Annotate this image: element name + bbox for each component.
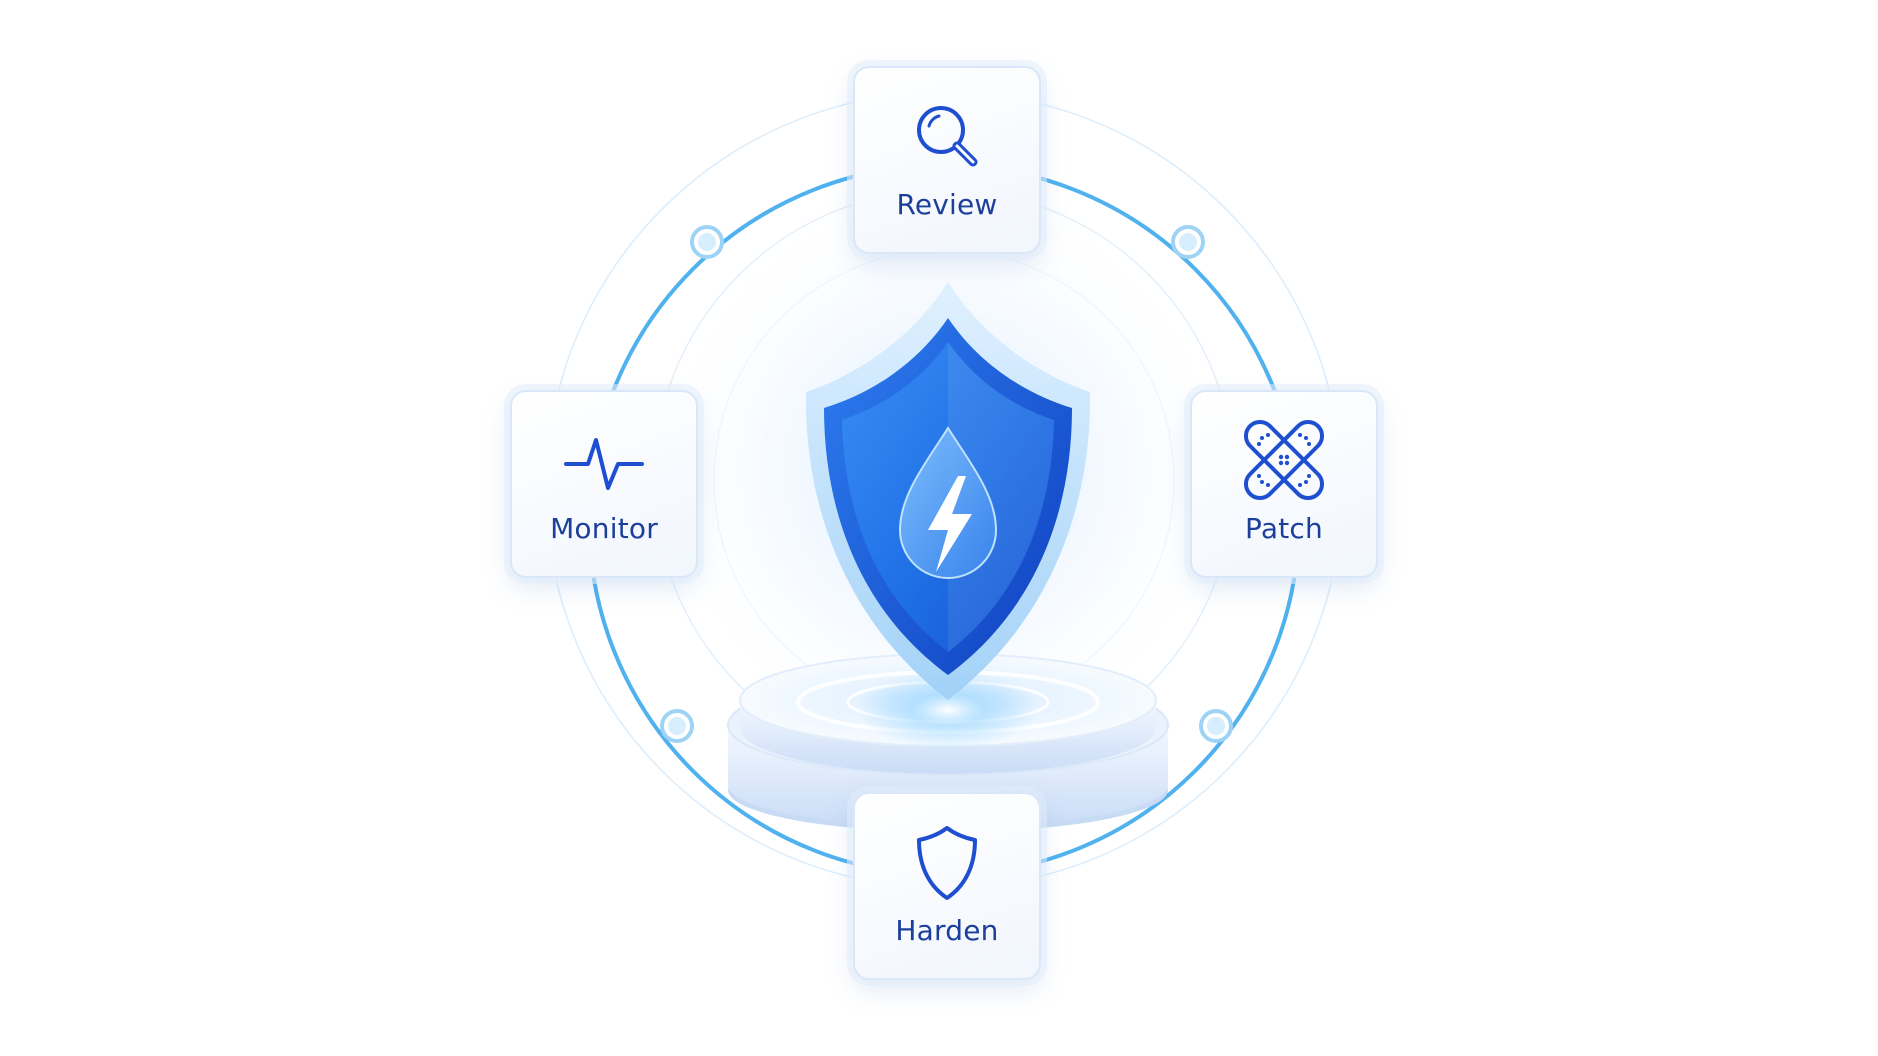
lightning-bolt	[928, 476, 972, 572]
node-label: Review	[896, 188, 998, 221]
ring-node-dots	[660, 225, 1233, 743]
magnifier-icon	[905, 94, 989, 178]
podium	[727, 653, 1169, 832]
node-label: Monitor	[550, 512, 658, 545]
ring-dot-core	[1179, 233, 1197, 251]
podium-beam	[858, 670, 1038, 750]
node-monitor[interactable]: Monitor	[510, 390, 698, 578]
shield-highlight	[948, 342, 1054, 652]
node-patch[interactable]: Patch	[1190, 390, 1378, 578]
node-label: Harden	[895, 914, 999, 947]
shield-outline-icon	[905, 820, 989, 904]
node-harden[interactable]: Harden	[853, 792, 1041, 980]
ring-dot-core	[698, 233, 716, 251]
bandage-icon	[1242, 418, 1326, 502]
shield-lightning-icon	[805, 282, 1091, 700]
ring-dot-core	[1207, 717, 1225, 735]
node-review[interactable]: Review	[853, 66, 1041, 254]
node-label: Patch	[1245, 512, 1323, 545]
ring-dot-core	[668, 717, 686, 735]
pulse-icon	[562, 418, 646, 502]
